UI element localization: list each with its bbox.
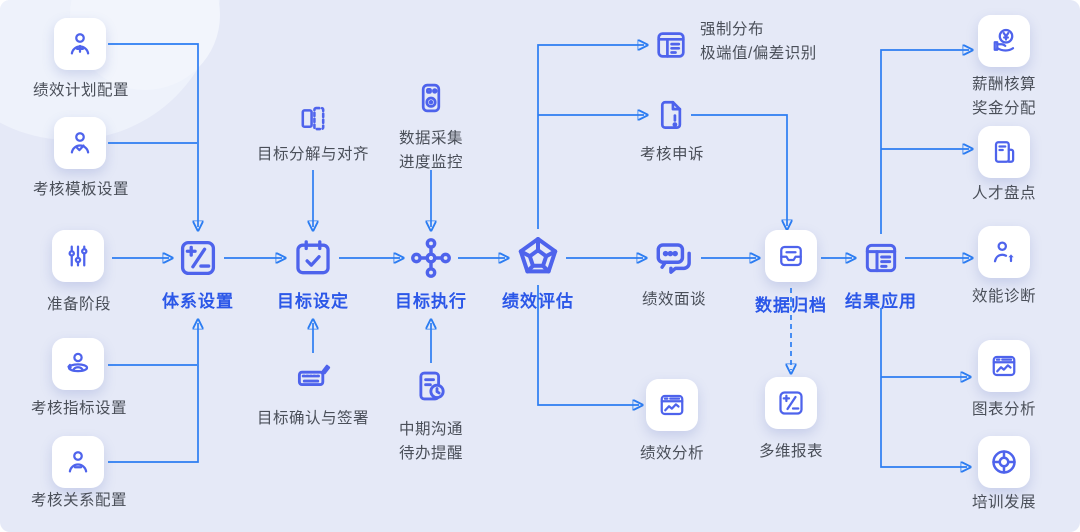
node-salary-bonus [978,15,1030,67]
node-prepare-stage [52,230,104,282]
node-data-archive [765,230,817,282]
node-label: 极端值/偏差识别 [700,45,817,62]
node-result-application [861,238,901,278]
node-label: 绩效计划配置 [32,82,130,99]
node-goal-execution [408,235,454,281]
node-relation-config [52,436,104,488]
node-label: 人才盘点 [971,185,1037,202]
wire-appraisal-to-analysis [537,285,639,405]
node-goal-setting [291,236,335,280]
wire-plan-to-setup [108,43,198,227]
wire-relation-to-setup [108,323,198,463]
node-label: 绩效分析 [639,445,705,462]
node-goal-breakdown [296,101,330,135]
node-label: 多维报表 [758,443,824,460]
node-label: 强制分布 [700,21,765,38]
stage-label: 数据归档 [755,296,827,315]
node-label: 目标确认与签署 [256,410,370,427]
node-indicator-setup [52,338,104,390]
node-label: 数据采集 [398,130,464,147]
stage-label: 目标执行 [395,292,467,311]
node-label: 目标分解与对齐 [256,146,370,163]
wire-appraisal-to-forceddist [537,45,644,229]
node-label: 效能诊断 [971,288,1037,305]
node-label: 薪酬核算 [971,76,1037,93]
node-label: 进度监控 [398,154,464,171]
node-efficiency-diagnosis [978,226,1030,278]
node-data-collection [413,80,449,116]
node-template-setup [54,117,106,169]
stage-label: 绩效评估 [502,292,574,311]
wire-appeal-to-archive [691,114,787,226]
node-plan-config [54,18,106,70]
node-label: 图表分析 [971,401,1037,418]
node-label: 奖金分配 [971,100,1037,117]
stage-label: 目标设定 [277,292,349,311]
node-label: 培训发展 [971,494,1037,511]
node-label: 绩效面谈 [641,291,707,308]
node-label: 待办提醒 [398,445,464,462]
node-goal-confirm [294,357,332,395]
node-mid-communication [412,367,450,405]
node-performance-analysis [646,379,698,431]
node-label: 考核指标设置 [30,400,128,417]
wire-result-to-salary [880,50,969,234]
node-label: 考核关系配置 [30,492,128,509]
stage-label: 体系设置 [162,292,234,311]
node-label: 中期沟通 [398,421,464,438]
node-label: 考核申诉 [639,146,705,163]
node-system-setup [176,236,220,280]
node-forced-distribution [653,27,689,63]
node-performance-interview [651,235,697,281]
node-performance-appraisal [514,233,562,281]
node-label: 考核模板设置 [32,181,130,198]
node-multi-report [765,377,817,429]
node-label: 准备阶段 [46,296,112,313]
node-chart-analysis [978,340,1030,392]
node-appeal [653,97,689,133]
node-training-development [978,436,1030,488]
node-talent-review [978,126,1030,178]
stage-label: 结果应用 [845,292,917,311]
wire-result-to-training [880,308,967,467]
